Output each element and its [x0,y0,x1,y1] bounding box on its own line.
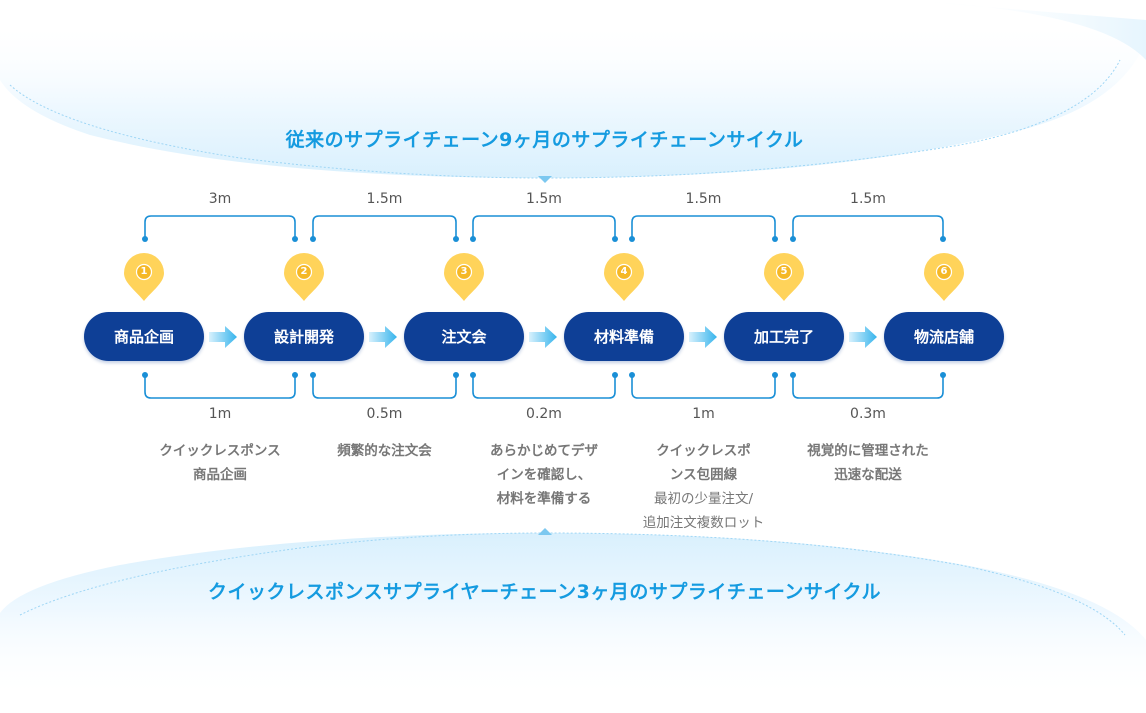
quick-response-duration: 0.5m [366,406,403,422]
stage-2: 設計開発 [244,312,364,361]
bracket-end-dot [772,372,778,378]
stage-description: あらかじめてデザインを確認し、材料を準備する [469,439,619,511]
bracket-end-dot [940,236,946,242]
description-line: クイックレスポ [656,443,751,459]
bracket-end-dot [142,236,148,242]
map-pin-icon: 5 [762,253,806,303]
step-number: 1 [140,266,148,277]
bracket-end-dot [629,236,635,242]
quick-response-duration-bracket [472,374,616,399]
traditional-duration-bracket [312,215,457,240]
map-pin-icon: 1 [122,253,166,303]
stage-description: クイックレスポンス包囲線最初の少量注文/追加注文複数ロット [629,439,779,535]
step-number: 5 [780,266,788,277]
bracket-end-dot [292,372,298,378]
description-line: 最初の少量注文/ [653,491,754,507]
bracket-end-dot [470,372,476,378]
traditional-duration: 3m [208,191,232,207]
step-number: 3 [460,266,468,277]
traditional-duration: 1.5m [526,191,562,207]
bracket-end-dot [612,372,618,378]
arrow-icon [849,326,877,348]
description-line: あらかじめてデザ [490,443,598,459]
arrow-icon [529,326,557,348]
traditional-duration: 1.5m [850,191,886,207]
bracket-end-dot [453,372,459,378]
arrow-icon [209,326,237,348]
quick-response-duration-bracket [312,374,457,399]
traditional-duration-bracket [472,215,616,240]
bracket-end-dot [453,236,459,242]
map-pin-icon: 4 [602,253,646,303]
bracket-end-dot [772,236,778,242]
description-line: 商品企画 [193,467,247,483]
description-line: 材料を準備する [496,491,592,507]
stage-4: 材料準備 [564,312,684,361]
stage-description: 頻繁的な注文会 [310,439,460,463]
arrow-icon [369,326,397,348]
arrow-icon [689,326,717,348]
quick-response-duration-bracket [631,374,776,399]
description-line: 迅速な配送 [834,467,902,483]
traditional-duration: 1.5m [685,191,722,207]
description-line: インを確認し、 [496,467,592,483]
step-number: 2 [300,266,308,277]
stage-description: クイックレスポンス商品企画 [145,439,295,487]
map-pin-icon: 3 [442,253,486,303]
bracket-end-dot [292,236,298,242]
traditional-duration-bracket [144,215,296,240]
bracket-end-dot [790,236,796,242]
quick-response-duration-bracket [792,374,944,399]
quick-response-duration: 1m [208,406,232,422]
description-line: ンス包囲線 [669,467,738,483]
bracket-end-dot [790,372,796,378]
step-number: 6 [940,266,948,277]
quick-response-duration-bracket [144,374,296,399]
bracket-end-dot [310,236,316,242]
bracket-end-dot [142,372,148,378]
bracket-end-dot [629,372,635,378]
description-line: 視覚的に管理された [807,443,929,459]
description-line: 頻繁的な注文会 [337,443,432,459]
bracket-end-dot [940,372,946,378]
stage-description: 視覚的に管理された迅速な配送 [793,439,943,487]
description-line: 追加注文複数ロット [642,515,765,531]
stage-6: 物流店舗 [884,312,1004,361]
traditional-duration-bracket [792,215,944,240]
quick-response-duration: 0.2m [526,406,562,422]
bracket-end-dot [310,372,316,378]
description-line: クイックレスポンス [159,443,281,459]
step-number: 4 [620,266,628,277]
bracket-end-dot [470,236,476,242]
map-pin-icon: 2 [282,253,326,303]
traditional-duration: 1.5m [366,191,403,207]
traditional-cycle-title: 従来のサプライチェーン9ヶ月のサプライチェーンサイクル [285,129,804,151]
traditional-duration-bracket [631,215,776,240]
quick-response-duration: 0.3m [850,406,886,422]
stage-3: 注文会 [404,312,524,361]
quick-response-duration: 1m [692,406,715,422]
stage-5: 加工完了 [724,312,844,361]
stage-1: 商品企画 [84,312,204,361]
map-pin-icon: 6 [922,253,966,303]
quick-response-cycle-title: クイックレスポンスサプライヤーチェーン3ヶ月のサプライチェーンサイクル [208,581,881,603]
bracket-end-dot [612,236,618,242]
